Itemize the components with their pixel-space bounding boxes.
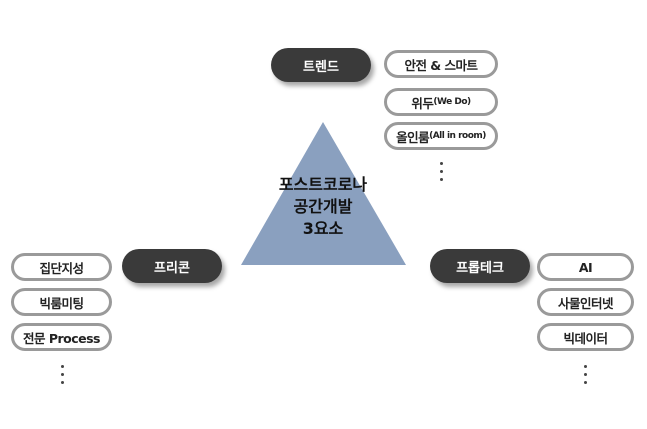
precon-item: 빅룸미팅 xyxy=(11,288,112,316)
trend-item: 위두(We Do) xyxy=(384,88,498,116)
item-text: 사물인터넷 xyxy=(557,295,614,311)
item-text: 빅룸미팅 xyxy=(39,295,84,311)
proptech-item: AI xyxy=(537,253,634,281)
trend-item: 올인룸(All in room) xyxy=(384,122,498,150)
precon-item: 집단지성 xyxy=(11,253,112,281)
item-text: 빅데이터 xyxy=(563,330,608,346)
center-title: 포스트코로나 공간개발 3요소 xyxy=(248,174,398,240)
precon-label: 프리콘 xyxy=(122,249,222,283)
more-dots-icon xyxy=(61,365,65,389)
more-dots-icon xyxy=(440,162,444,186)
item-text: 올인룸 xyxy=(396,129,430,145)
trend-label: 트렌드 xyxy=(271,48,371,82)
item-text: 전문 Process xyxy=(22,330,101,346)
more-dots-icon xyxy=(584,365,588,389)
center-line: 공간개발 xyxy=(293,197,353,216)
trend-item: 안전 & 스마트 xyxy=(384,50,498,78)
item-text: 집단지성 xyxy=(39,260,84,276)
proptech-item: 사물인터넷 xyxy=(537,288,634,316)
precon-item: 전문 Process xyxy=(11,323,112,351)
item-subtext: (All in room) xyxy=(429,131,486,141)
item-text: AI xyxy=(578,259,593,275)
center-line: 포스트코로나 xyxy=(278,175,368,194)
item-text: 안전 & 스마트 xyxy=(404,57,478,73)
proptech-item: 빅데이터 xyxy=(537,323,634,351)
proptech-label: 프롭테크 xyxy=(430,249,530,283)
item-subtext: (We Do) xyxy=(433,97,471,107)
center-line: 3요소 xyxy=(302,219,344,238)
item-text: 위두 xyxy=(411,95,434,111)
